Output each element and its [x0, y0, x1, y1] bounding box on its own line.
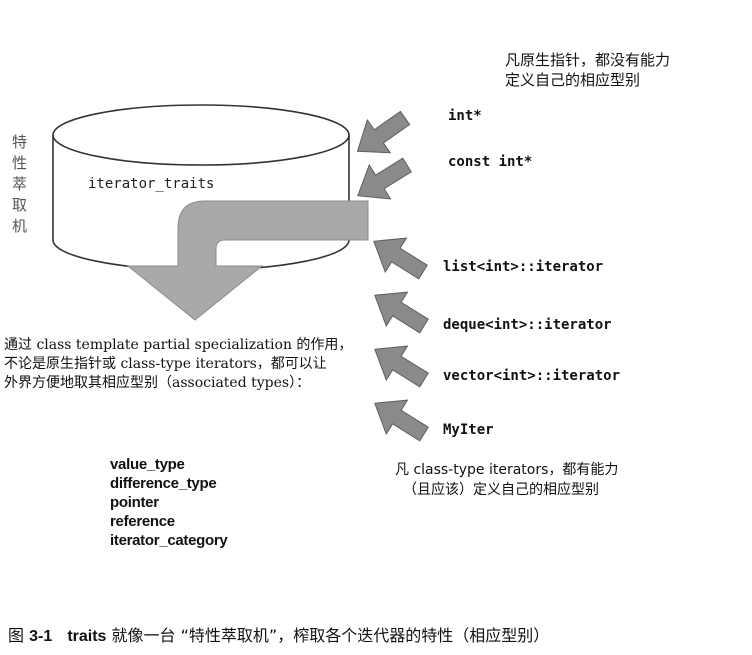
list-item: reference	[110, 513, 175, 530]
input-arrow-vector-iterator	[374, 345, 429, 388]
output-arrow	[126, 200, 369, 321]
description-line-3: 外界方便地取其相应型别（associated types）：	[4, 375, 311, 391]
input-label-deque-iterator: deque<int>::iterator	[443, 317, 612, 333]
input-label-vector-iterator: vector<int>::iterator	[443, 368, 621, 384]
side-label: 特 性 萃 取 机	[12, 132, 27, 237]
input-label-myiter: MyIter	[443, 422, 494, 438]
input-arrow-int-ptr	[356, 110, 411, 154]
description-line-2: 不论是原生指针或 class-type iterators，都可以让	[4, 356, 327, 372]
list-item: value_type	[110, 456, 185, 473]
list-item: pointer	[110, 494, 159, 511]
top-note-line-2: 定义自己的相应型别	[505, 71, 641, 89]
bottom-note-line-2: （且应该）定义自己的相应型别	[403, 482, 599, 498]
side-label-char: 性	[12, 154, 28, 172]
side-label-char: 取	[12, 196, 28, 214]
caption-figure-label: 图	[8, 626, 25, 645]
input-label-const-int-ptr: const int*	[448, 154, 533, 170]
bottom-note: 凡 class-type iterators，都有能力 （且应该）定义自己的相应…	[395, 460, 618, 500]
input-arrow-deque-iterator	[374, 291, 429, 334]
list-item: iterator_category	[110, 532, 228, 549]
description-line-1: 通过 class template partial specialization…	[4, 337, 353, 353]
side-label-char: 萃	[12, 175, 28, 193]
side-label-char: 特	[12, 133, 28, 151]
cylinder-label: iterator_traits	[88, 176, 215, 192]
bottom-note-line-1: 凡 class-type iterators，都有能力	[395, 462, 619, 478]
input-arrow-const-int-ptr	[357, 157, 412, 200]
caption-keyword: traits	[67, 628, 107, 645]
input-arrow-list-iterator	[373, 237, 428, 280]
associated-types-list: value_type difference_type pointer refer…	[110, 455, 228, 550]
side-label-char: 机	[12, 217, 28, 235]
list-item: difference_type	[110, 475, 217, 492]
top-note-line-1: 凡原生指针，都没有能力	[505, 51, 671, 69]
input-arrow-myiter	[374, 399, 429, 442]
figure-caption: 图 3-1 traits 就像一台 “特性萃取机”，榨取各个迭代器的特性（相应型…	[8, 622, 549, 646]
input-label-int-ptr: int*	[448, 108, 482, 124]
input-label-list-iterator: list<int>::iterator	[443, 259, 604, 275]
top-note: 凡原生指针，都没有能力 定义自己的相应型别	[505, 50, 670, 90]
description: 通过 class template partial specialization…	[4, 336, 352, 393]
caption-text: 就像一台 “特性萃取机”，榨取各个迭代器的特性（相应型别）	[111, 626, 550, 645]
caption-figure-number: 3-1	[29, 628, 53, 645]
